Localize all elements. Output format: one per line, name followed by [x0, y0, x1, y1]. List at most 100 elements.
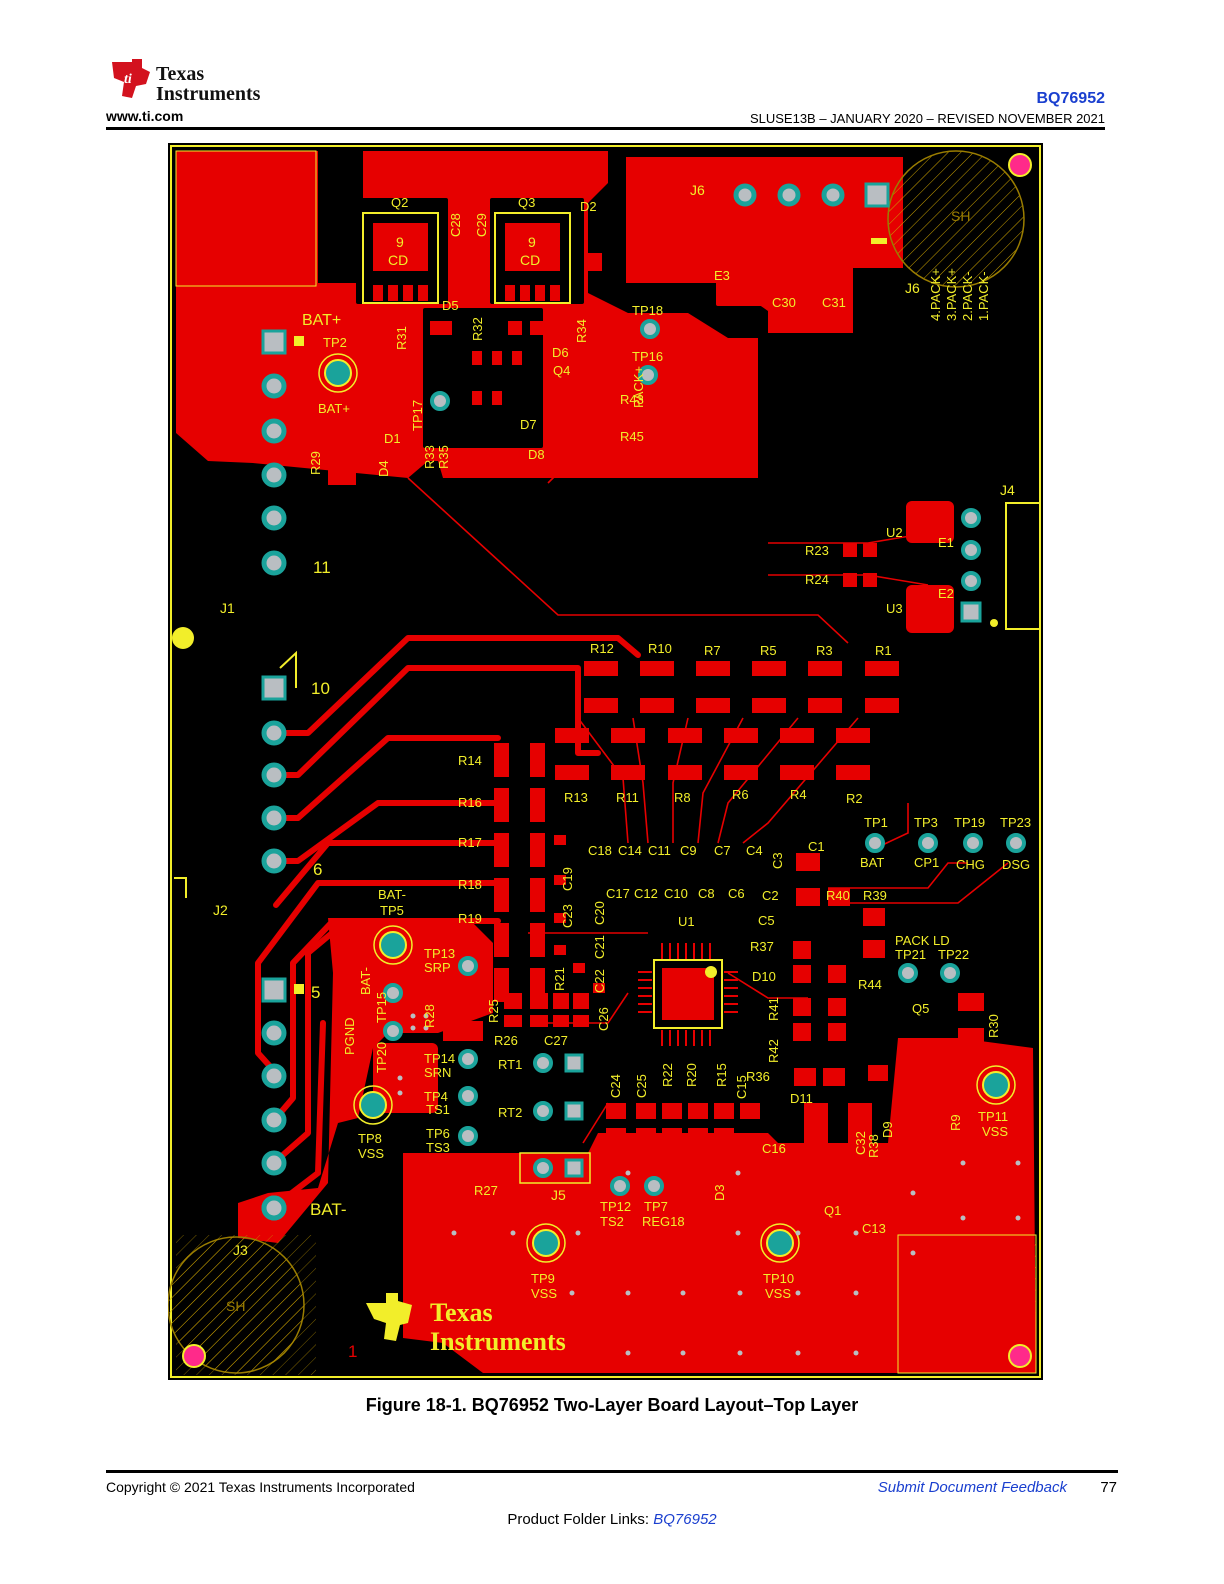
label-pack-pin-2: 2.PACK-: [960, 271, 975, 321]
traces: [255, 635, 641, 1208]
silk-logo-line-2: Instruments: [430, 1327, 566, 1356]
label-pack-pin-3: 3.PACK+: [944, 268, 959, 321]
label-pin-5: 5: [311, 983, 320, 1002]
label-c17: C17: [606, 886, 630, 901]
part-number-link[interactable]: BQ76952: [1036, 90, 1106, 107]
label-d5: D5: [442, 298, 459, 313]
label-c26: C26: [596, 1007, 611, 1031]
label-r44: R44: [858, 977, 882, 992]
label-c29: C29: [474, 213, 489, 237]
label-pack-pin-1: 1.PACK-: [976, 271, 991, 321]
svg-text:ti: ti: [124, 72, 132, 87]
label-r12: R12: [590, 641, 614, 656]
site-url[interactable]: www.ti.com: [106, 108, 184, 124]
label-cp1: CP1: [914, 855, 939, 870]
label-u2: U2: [886, 525, 903, 540]
label-srn: SRN: [424, 1065, 451, 1080]
label-tp22: TP22: [938, 947, 969, 962]
silk-logo-line-1: Texas: [430, 1298, 493, 1327]
label-c5: C5: [758, 913, 775, 928]
label-tp9: TP9: [531, 1271, 555, 1286]
resistor-bank: [494, 661, 899, 1002]
figure-caption: Figure 18-1. BQ76952 Two-Layer Board Lay…: [365, 1395, 859, 1415]
label-c4: C4: [746, 843, 763, 858]
label-c24: C24: [608, 1074, 623, 1098]
label-r11: R11: [616, 790, 639, 805]
label-tp8: TP8: [358, 1131, 382, 1146]
label-pin-6: 6: [313, 860, 322, 879]
label-tp6: TP6: [426, 1126, 450, 1141]
label-tp2: TP2: [323, 335, 347, 350]
label-r21: R21: [552, 967, 567, 991]
page-number: 77: [1100, 1479, 1117, 1496]
label-pin-11: 11: [313, 558, 331, 577]
label-ts2: TS2: [600, 1214, 624, 1229]
label-r7: R7: [704, 643, 721, 658]
label-c12: C12: [634, 886, 658, 901]
label-d2: D2: [580, 199, 597, 214]
label-r9: R9: [948, 1114, 963, 1131]
label-j6-b: J6: [905, 280, 920, 296]
sh-label-2: SH: [951, 208, 970, 224]
q2-marking-cd: CD: [388, 252, 408, 268]
label-c15: C15: [734, 1075, 749, 1099]
label-r35: R35: [436, 445, 451, 469]
label-srp: SRP: [424, 960, 451, 975]
sh-label-3: SH: [226, 1298, 245, 1314]
product-folder-links: Product Folder Links: BQ76952: [0, 1511, 1224, 1528]
label-q4: Q4: [553, 363, 570, 378]
label-d8: D8: [528, 447, 545, 462]
label-r39: R39: [863, 888, 887, 903]
label-q5: Q5: [912, 1001, 929, 1016]
label-tp11: TP11: [978, 1109, 1008, 1124]
label-ts1: TS1: [426, 1102, 450, 1117]
label-r36: R36: [746, 1069, 770, 1084]
label-r13: R13: [564, 790, 588, 805]
label-c16: C16: [762, 1141, 786, 1156]
vias: [397, 1013, 1021, 1356]
label-chg: CHG: [956, 857, 985, 872]
label-r34: R34: [574, 319, 589, 343]
label-pin-1: 1: [348, 1342, 357, 1361]
connector-j4-pins: [960, 502, 1041, 630]
label-c8: C8: [698, 886, 715, 901]
label-c14: C14: [618, 843, 642, 858]
label-d7: D7: [520, 417, 537, 432]
folder-links-label: Product Folder Links:: [507, 1511, 650, 1528]
label-tp15-bat-minus: BAT-: [358, 967, 373, 995]
connector-j6-pins: [733, 182, 890, 244]
label-r16: R16: [458, 795, 482, 810]
label-d9: D9: [880, 1121, 895, 1138]
label-r1: R1: [875, 643, 892, 658]
label-c2: C2: [762, 888, 779, 903]
label-tp12: TP12: [600, 1199, 631, 1214]
mounting-hole-keepouts: SH SH SH: [168, 150, 1037, 1375]
label-vss-tp9: VSS: [531, 1286, 557, 1301]
submit-feedback-link[interactable]: Submit Document Feedback: [877, 1479, 1067, 1496]
ic-u1: [638, 943, 738, 1046]
connector-j1-pins: [261, 329, 287, 874]
label-c9: C9: [680, 843, 697, 858]
label-r15: R15: [714, 1063, 729, 1087]
smd-pads: [325, 253, 984, 1201]
label-tp14: TP14: [424, 1051, 455, 1066]
label-bat-plus: BAT+: [302, 312, 341, 329]
label-reg18: REG18: [642, 1214, 685, 1229]
document-id: SLUSE13B – JANUARY 2020 – REVISED NOVEMB…: [749, 111, 1105, 126]
label-c27: C27: [544, 1033, 568, 1048]
label-tp21: TP21: [895, 947, 926, 962]
label-j1: J1: [220, 600, 235, 616]
label-r25: R25: [486, 999, 501, 1023]
label-r30: R30: [986, 1014, 1001, 1038]
label-c7: C7: [714, 843, 731, 858]
footer-rule: [106, 1470, 1118, 1473]
label-vss-tp11: VSS: [982, 1124, 1008, 1139]
label-q1: Q1: [824, 1203, 841, 1218]
label-r17: R17: [458, 835, 482, 850]
label-pack-plus: PACK+: [631, 366, 646, 408]
product-folder-link[interactable]: BQ76952: [653, 1511, 717, 1528]
small-test-points: [383, 319, 1026, 1196]
q2-marking-9: 9: [396, 234, 404, 250]
label-c10: C10: [664, 886, 688, 901]
label-tp19: TP19: [954, 815, 985, 830]
